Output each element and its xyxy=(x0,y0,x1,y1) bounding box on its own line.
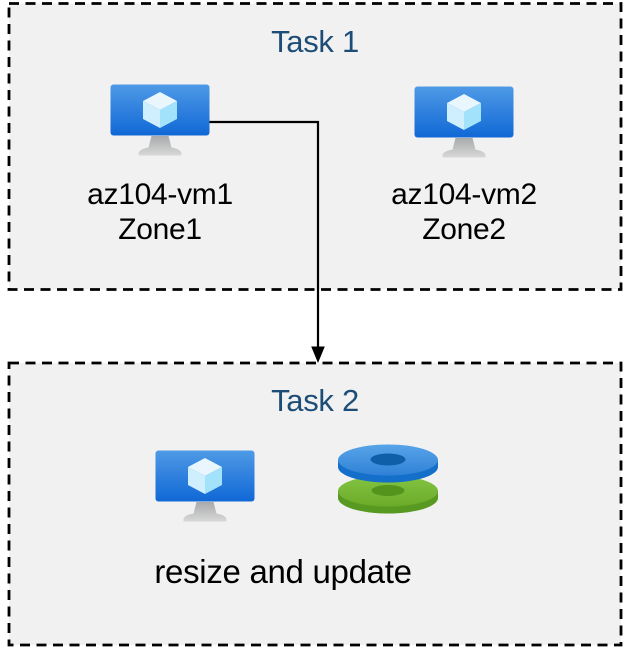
monitor-stand xyxy=(183,502,227,522)
blue-disk-hole xyxy=(370,453,406,466)
task1-title: Task 1 xyxy=(271,24,359,59)
blue-disk-icon xyxy=(338,444,438,483)
vm1-label: az104-vm1 Zone1 xyxy=(55,177,265,247)
connector-line xyxy=(209,120,320,348)
cube-left-face xyxy=(188,467,205,494)
managed-disks-icon xyxy=(338,444,438,514)
task2-virtual-machine-icon xyxy=(155,450,255,522)
green-disk-icon xyxy=(338,475,438,514)
vm2-label: az104-vm2 Zone2 xyxy=(359,177,569,247)
monitor-stand xyxy=(138,136,182,156)
vm1-zone-label: Zone1 xyxy=(118,213,202,246)
vm2-zone-label: Zone2 xyxy=(422,213,506,246)
task2-box xyxy=(7,361,623,647)
cube-right-face xyxy=(160,101,177,128)
task2-caption: resize and update xyxy=(154,553,412,590)
vm1-virtual-machine-icon xyxy=(110,84,210,156)
connector-arrowhead-icon xyxy=(311,346,325,363)
vm2-name-label: az104-vm2 xyxy=(391,178,537,211)
cube-right-face xyxy=(464,103,481,130)
cube-left-face xyxy=(447,103,464,130)
green-disk-hole xyxy=(371,485,405,496)
task2-title: Task 2 xyxy=(271,383,359,418)
task1-box xyxy=(7,2,623,291)
cube-right-face xyxy=(205,467,222,494)
cube-left-face xyxy=(143,101,160,128)
vm1-name-label: az104-vm1 xyxy=(87,178,233,211)
monitor-stand xyxy=(442,138,486,158)
vm2-virtual-machine-icon xyxy=(414,86,514,158)
